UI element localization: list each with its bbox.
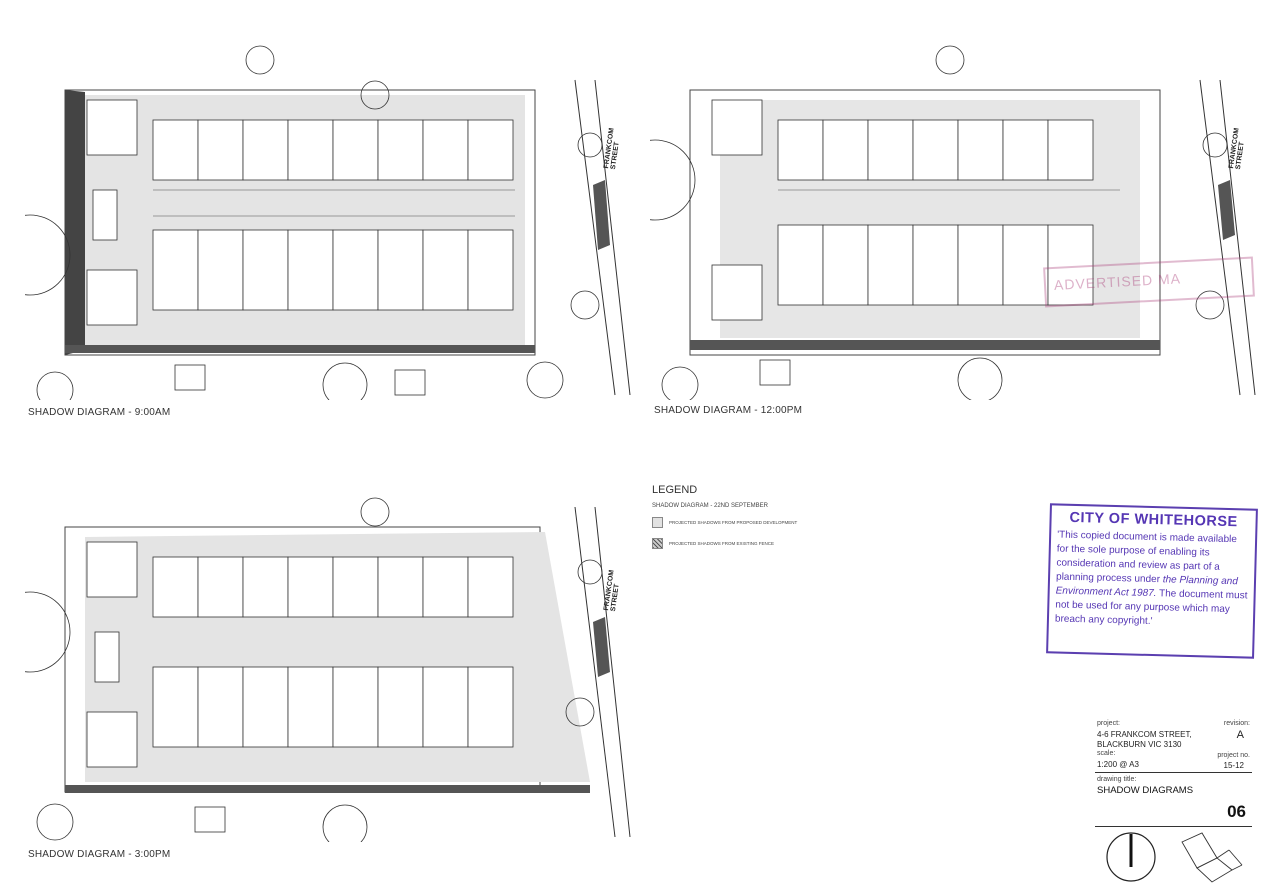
legend: LEGEND SHADOW DIAGRAM - 22ND SEPTEMBER P… <box>652 484 852 559</box>
project-line1: 4-6 FRANKCOM STREET, <box>1097 730 1192 739</box>
shadow-plan-12pm: FRANKCOM STREET <box>650 40 1260 400</box>
drawing-number: 06 <box>1227 802 1246 821</box>
site-plan-drawing <box>650 45 1256 400</box>
project-no-value: 15-12 <box>1223 761 1244 770</box>
plan-caption-3pm: SHADOW DIAGRAM - 3:00PM <box>28 849 171 860</box>
shadow-plan-3pm: FRANKCOM STREET <box>25 482 635 842</box>
stamp-text: 'This copied document is made available … <box>1055 529 1249 632</box>
drawing-title-label: drawing title: <box>1097 776 1137 783</box>
scale-value: 1:200 @ A3 <box>1097 760 1139 769</box>
title-block: project: revision: 4-6 FRANKCOM STREET, … <box>1095 718 1252 886</box>
project-line2: BLACKBURN VIC 3130 <box>1097 740 1182 749</box>
legend-swatch <box>652 517 663 528</box>
site-plan-drawing <box>25 497 631 842</box>
plan-caption-9am: SHADOW DIAGRAM - 9:00AM <box>28 407 171 418</box>
legend-swatch <box>652 538 663 549</box>
legend-subtitle: SHADOW DIAGRAM - 22ND SEPTEMBER <box>652 503 769 509</box>
north-arrow-icon <box>1106 832 1156 882</box>
scale-label: scale: <box>1097 750 1116 757</box>
shadow-plan-9am: FRANKCOM STREET <box>25 40 635 400</box>
revision-label: revision: <box>1223 720 1250 727</box>
plan-caption-12pm: SHADOW DIAGRAM - 12:00PM <box>654 405 803 416</box>
title-block-divider <box>1095 826 1252 827</box>
drawing-title: SHADOW DIAGRAMS <box>1097 785 1194 796</box>
site-plan-drawing <box>25 45 631 400</box>
title-block-divider <box>1095 772 1252 773</box>
legend-label: PROJECTED SHADOWS FROM EXISTING FENCE <box>669 541 775 546</box>
stamp-title: CITY OF WHITEHORSE <box>1069 509 1238 531</box>
council-copyright-stamp: CITY OF WHITEHORSE 'This copied document… <box>1046 503 1258 659</box>
legend-item-existing: PROJECTED SHADOWS FROM EXISTING FENCE <box>652 538 852 549</box>
axonometric-icon <box>1181 832 1243 883</box>
project-label: project: <box>1097 720 1120 727</box>
revision-value: A <box>1236 729 1244 741</box>
project-no-label: project no. <box>1217 752 1250 759</box>
legend-item-proposed: PROJECTED SHADOWS FROM PROPOSED DEVELOPM… <box>652 517 852 528</box>
legend-label: PROJECTED SHADOWS FROM PROPOSED DEVELOPM… <box>669 520 798 525</box>
legend-title: LEGEND <box>652 484 698 496</box>
